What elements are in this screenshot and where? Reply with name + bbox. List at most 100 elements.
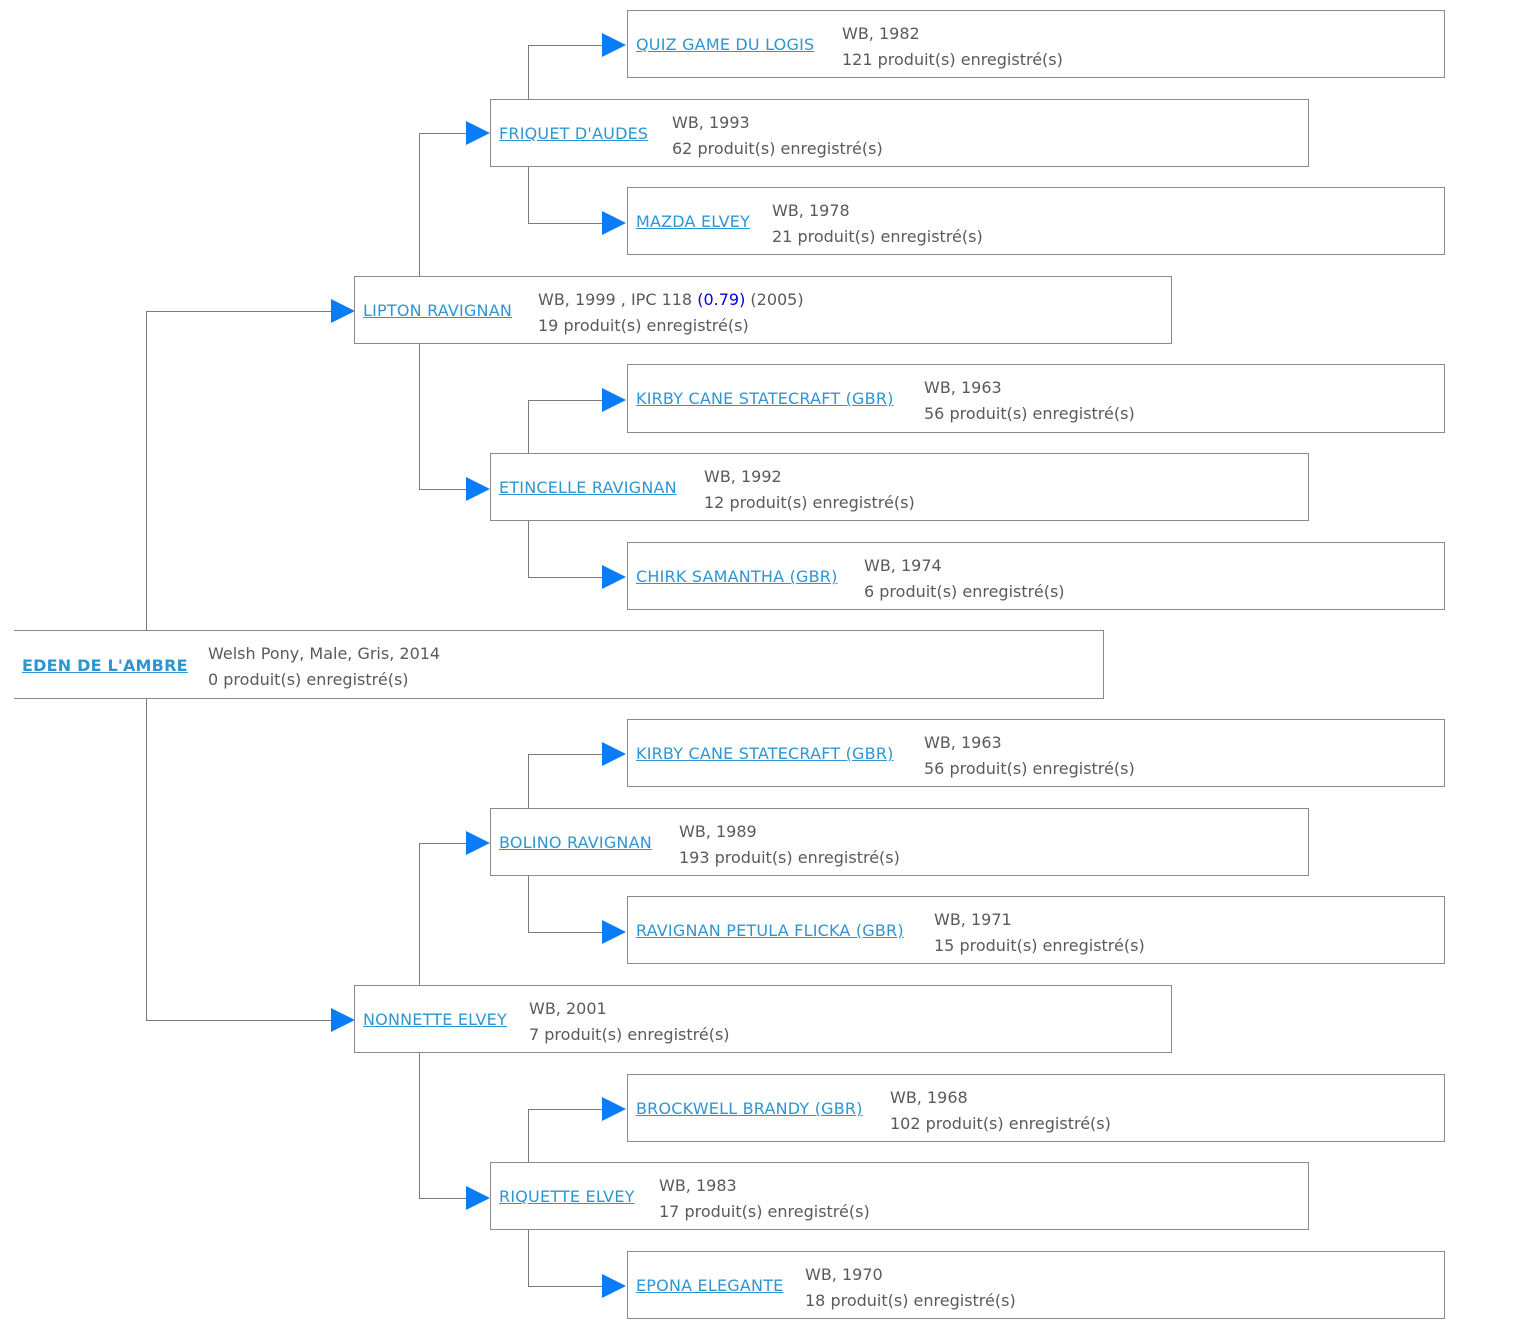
horse-info: WB, 1963 56 produit(s) enregistré(s) bbox=[924, 375, 1135, 427]
horse-produce-count: 193 produit(s) enregistré(s) bbox=[679, 848, 900, 867]
connector-line bbox=[528, 577, 603, 578]
connector-line bbox=[146, 311, 332, 312]
arrow-icon bbox=[602, 211, 626, 235]
horse-card-subject: EDEN DE L'AMBRE Welsh Pony, Male, Gris, … bbox=[14, 630, 1104, 699]
horse-details-prefix: WB, 1999 , IPC 118 bbox=[538, 290, 698, 309]
horse-produce-count: 12 produit(s) enregistré(s) bbox=[704, 493, 915, 512]
connector-line bbox=[146, 311, 147, 631]
horse-details: WB, 1983 bbox=[659, 1176, 737, 1195]
connector-line bbox=[528, 1286, 603, 1287]
arrow-icon bbox=[602, 1274, 626, 1298]
connector-line bbox=[146, 698, 147, 1020]
connector-line bbox=[419, 489, 467, 490]
horse-info: WB, 1968 102 produit(s) enregistré(s) bbox=[890, 1085, 1111, 1137]
horse-details: WB, 1971 bbox=[934, 910, 1012, 929]
horse-produce-count: 0 produit(s) enregistré(s) bbox=[208, 670, 409, 689]
horse-info: WB, 1970 18 produit(s) enregistré(s) bbox=[805, 1262, 1016, 1314]
horse-name-link[interactable]: BROCKWELL BRANDY (GBR) bbox=[636, 1099, 863, 1118]
horse-card-sire-sire: FRIQUET D'AUDES WB, 1993 62 produit(s) e… bbox=[490, 99, 1309, 167]
horse-details: WB, 1992 bbox=[704, 467, 782, 486]
horse-card-dam: NONNETTE ELVEY WB, 2001 7 produit(s) enr… bbox=[354, 985, 1172, 1053]
horse-details: Welsh Pony, Male, Gris, 2014 bbox=[208, 644, 441, 663]
connector-line bbox=[528, 520, 529, 577]
horse-details: WB, 1970 bbox=[805, 1265, 883, 1284]
horse-card-dam-dam: RIQUETTE ELVEY WB, 1983 17 produit(s) en… bbox=[490, 1162, 1309, 1230]
connector-line bbox=[528, 1109, 529, 1163]
connector-line bbox=[528, 45, 603, 46]
connector-line bbox=[528, 754, 529, 809]
horse-info: WB, 1963 56 produit(s) enregistré(s) bbox=[924, 730, 1135, 782]
horse-card-ds-sire: KIRBY CANE STATECRAFT (GBR) WB, 1963 56 … bbox=[627, 719, 1445, 787]
connector-line bbox=[528, 400, 603, 401]
horse-name-link[interactable]: KIRBY CANE STATECRAFT (GBR) bbox=[636, 744, 894, 763]
horse-card-sd-dam: CHIRK SAMANTHA (GBR) WB, 1974 6 produit(… bbox=[627, 542, 1445, 610]
horse-card-ss-sire: QUIZ GAME DU LOGIS WB, 1982 121 produit(… bbox=[627, 10, 1445, 78]
horse-produce-count: 62 produit(s) enregistré(s) bbox=[672, 139, 883, 158]
horse-details: WB, 1963 bbox=[924, 733, 1002, 752]
horse-card-sire: LIPTON RAVIGNAN WB, 1999 , IPC 118 (0.79… bbox=[354, 276, 1172, 344]
horse-card-ds-dam: RAVIGNAN PETULA FLICKA (GBR) WB, 1971 15… bbox=[627, 896, 1445, 964]
horse-produce-count: 121 produit(s) enregistré(s) bbox=[842, 50, 1063, 69]
connector-line bbox=[419, 843, 467, 844]
arrow-icon bbox=[602, 565, 626, 589]
horse-produce-count: 56 produit(s) enregistré(s) bbox=[924, 404, 1135, 423]
connector-line bbox=[419, 843, 420, 986]
horse-name-link[interactable]: EPONA ELEGANTE bbox=[636, 1276, 784, 1295]
arrow-icon bbox=[466, 831, 490, 855]
horse-name-link[interactable]: RAVIGNAN PETULA FLICKA (GBR) bbox=[636, 921, 904, 940]
horse-details: WB, 1993 bbox=[672, 113, 750, 132]
horse-details: WB, 1999 , IPC 118 (0.79) (2005) bbox=[538, 287, 804, 313]
horse-info: WB, 1971 15 produit(s) enregistré(s) bbox=[934, 907, 1145, 959]
horse-info: WB, 2001 7 produit(s) enregistré(s) bbox=[529, 996, 730, 1048]
arrow-icon bbox=[602, 742, 626, 766]
connector-line bbox=[528, 45, 529, 100]
horse-produce-count: 18 produit(s) enregistré(s) bbox=[805, 1291, 1016, 1310]
horse-info: WB, 1989 193 produit(s) enregistré(s) bbox=[679, 819, 900, 871]
arrow-icon bbox=[602, 1097, 626, 1121]
connector-line bbox=[528, 754, 603, 755]
horse-name-link[interactable]: CHIRK SAMANTHA (GBR) bbox=[636, 567, 838, 586]
horse-card-sire-dam: ETINCELLE RAVIGNAN WB, 1992 12 produit(s… bbox=[490, 453, 1309, 521]
horse-card-sd-sire: KIRBY CANE STATECRAFT (GBR) WB, 1963 56 … bbox=[627, 364, 1445, 433]
connector-line bbox=[528, 223, 603, 224]
horse-details-suffix: (2005) bbox=[745, 290, 804, 309]
horse-details: WB, 1963 bbox=[924, 378, 1002, 397]
horse-name-link[interactable]: ETINCELLE RAVIGNAN bbox=[499, 478, 677, 497]
horse-info: WB, 1983 17 produit(s) enregistré(s) bbox=[659, 1173, 870, 1225]
horse-name-link[interactable]: RIQUETTE ELVEY bbox=[499, 1187, 635, 1206]
horse-details: WB, 1968 bbox=[890, 1088, 968, 1107]
horse-name-link[interactable]: LIPTON RAVIGNAN bbox=[363, 301, 513, 320]
arrow-icon bbox=[331, 299, 355, 323]
horse-produce-count: 102 produit(s) enregistré(s) bbox=[890, 1114, 1111, 1133]
connector-line bbox=[419, 1052, 420, 1198]
horse-card-dd-dam: EPONA ELEGANTE WB, 1970 18 produit(s) en… bbox=[627, 1251, 1445, 1319]
horse-info: WB, 1978 21 produit(s) enregistré(s) bbox=[772, 198, 983, 250]
horse-name-link[interactable]: KIRBY CANE STATECRAFT (GBR) bbox=[636, 389, 894, 408]
horse-produce-count: 19 produit(s) enregistré(s) bbox=[538, 316, 749, 335]
connector-line bbox=[419, 133, 420, 277]
connector-line bbox=[419, 1198, 467, 1199]
horse-details: WB, 1978 bbox=[772, 201, 850, 220]
arrow-icon bbox=[466, 477, 490, 501]
horse-name-link[interactable]: NONNETTE ELVEY bbox=[363, 1010, 507, 1029]
horse-details: WB, 1974 bbox=[864, 556, 942, 575]
arrow-icon bbox=[602, 33, 626, 57]
horse-name-link[interactable]: FRIQUET D'AUDES bbox=[499, 124, 649, 143]
horse-produce-count: 15 produit(s) enregistré(s) bbox=[934, 936, 1145, 955]
horse-produce-count: 21 produit(s) enregistré(s) bbox=[772, 227, 983, 246]
horse-name-link[interactable]: EDEN DE L'AMBRE bbox=[22, 656, 188, 675]
horse-name-link[interactable]: BOLINO RAVIGNAN bbox=[499, 833, 652, 852]
connector-line bbox=[146, 1020, 332, 1021]
arrow-icon bbox=[602, 388, 626, 412]
horse-info: WB, 1982 121 produit(s) enregistré(s) bbox=[842, 21, 1063, 73]
horse-name-link[interactable]: QUIZ GAME DU LOGIS bbox=[636, 35, 815, 54]
horse-card-dam-sire: BOLINO RAVIGNAN WB, 1989 193 produit(s) … bbox=[490, 808, 1309, 876]
horse-name-link[interactable]: MAZDA ELVEY bbox=[636, 212, 751, 231]
horse-details: WB, 1982 bbox=[842, 24, 920, 43]
arrow-icon bbox=[331, 1008, 355, 1032]
connector-line bbox=[528, 875, 529, 932]
horse-card-ss-dam: MAZDA ELVEY WB, 1978 21 produit(s) enreg… bbox=[627, 187, 1445, 255]
arrow-icon bbox=[602, 920, 626, 944]
connector-line bbox=[528, 1109, 603, 1110]
